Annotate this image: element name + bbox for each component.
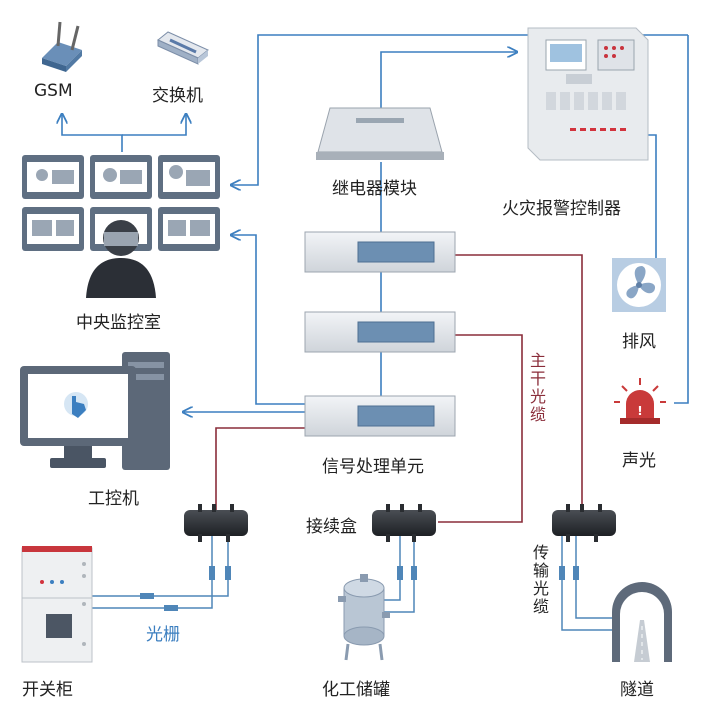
label-sound-light: 声光 [622,451,656,471]
label-gsm: GSM [34,81,73,101]
blue-links [62,34,689,412]
tunnel-icon [612,582,672,662]
fiber-links [215,254,583,523]
label-chemical-tank: 化工储罐 [322,680,390,700]
label-tunnel: 隧道 [620,680,654,700]
router-icon [42,21,82,72]
label-switch: 交换机 [152,86,203,106]
sensor-links [92,535,612,631]
operator-icon [86,207,156,298]
label-central-room: 中央监控室 [76,313,161,333]
switch-icon [157,31,209,65]
label-transmission-cable: 传输光缆 [532,543,549,616]
tank-icon [338,574,390,661]
relay-icon [316,107,444,160]
computer-icon [20,352,170,470]
label-splice-box: 接续盒 [306,517,357,537]
label-main-cable: 主干光缆 [529,351,546,424]
label-ipc: 工控机 [88,489,139,509]
label-signal-unit: 信号处理单元 [322,457,424,477]
label-relay-module: 继电器模块 [332,179,417,199]
fire-panel-icon [527,27,649,161]
splice-box-icon [184,504,616,542]
rack-unit-icon [304,231,456,437]
monitor-wall-icon [22,155,220,251]
label-fire-controller: 火灾报警控制器 [502,199,621,219]
alarm-light-icon: ! [614,378,666,424]
label-exhaust: 排风 [622,332,656,352]
svg-text:!: ! [637,404,642,418]
cabinet-icon [21,546,93,663]
fan-icon [612,258,666,312]
label-switchgear: 开关柜 [22,680,73,700]
label-grating: 光栅 [146,625,180,645]
